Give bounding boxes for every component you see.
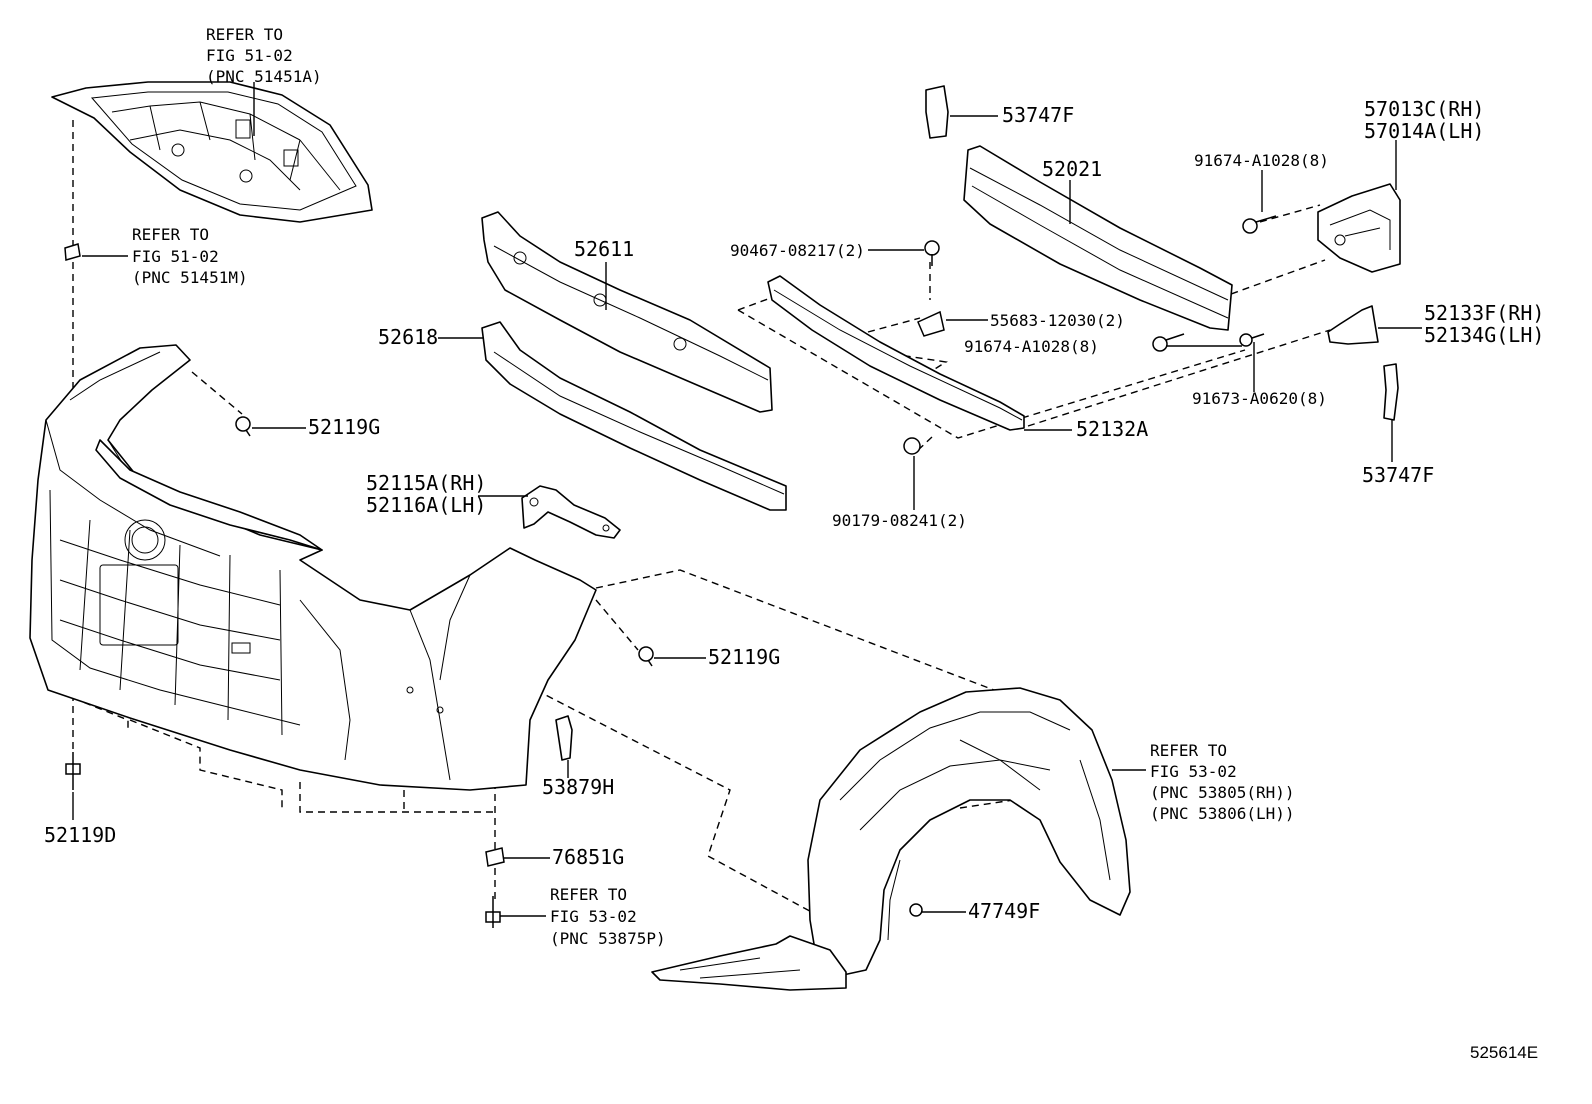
label-57013c: 57013C(RH) <box>1364 97 1484 121</box>
ref-line: (PNC 53806(LH)) <box>1150 804 1295 823</box>
engine-under-cover <box>51 81 373 223</box>
ref-line: FIG 53-02 <box>550 907 637 926</box>
label-91674-top: 91674-A1028(8) <box>1194 151 1329 170</box>
label-55683: 55683-12030(2) <box>990 311 1125 330</box>
clip-icon <box>638 646 654 667</box>
label-90179: 90179-08241(2) <box>832 511 967 530</box>
bumper-reinforcement <box>963 145 1233 331</box>
callout-ref-fig-51-02-clip: REFER TO FIG 51-02 (PNC 51451M) <box>132 225 248 287</box>
bolt-icon <box>1239 333 1265 347</box>
label-52021: 52021 <box>1042 157 1102 181</box>
bolt-icon <box>1152 333 1185 352</box>
label-47749f: 47749F <box>968 899 1040 923</box>
splash-shield <box>651 935 847 991</box>
nut-icon <box>485 847 505 867</box>
label-90467: 90467-08217(2) <box>730 241 865 260</box>
label-53879h: 53879H <box>542 775 614 799</box>
ref-line: (PNC 53875P) <box>550 929 666 948</box>
clip-icon <box>909 903 923 917</box>
energy-absorber <box>481 211 773 413</box>
side-retainer <box>1317 183 1401 273</box>
label-52116a: 52116A(LH) <box>366 493 486 517</box>
part-labels: REFER TO FIG 51-02 (PNC 51451A) REFER TO… <box>44 25 1544 1062</box>
ref-line: REFER TO <box>1150 741 1227 760</box>
bolt-icon <box>485 896 501 928</box>
label-57014a: 57014A(LH) <box>1364 119 1484 143</box>
label-52134g: 52134G(LH) <box>1424 323 1544 347</box>
label-52618: 52618 <box>378 325 438 349</box>
ref-line: REFER TO <box>550 885 627 904</box>
upper-grille-trim <box>95 439 323 551</box>
label-52611: 52611 <box>574 237 634 261</box>
clip-icon <box>917 310 945 337</box>
bolt-icon <box>1242 215 1277 234</box>
label-91673: 91673-A0620(8) <box>1192 389 1327 408</box>
label-52132a: 52132A <box>1076 417 1148 441</box>
leader-lines <box>72 82 1422 917</box>
fender-liner <box>807 687 1131 981</box>
side-support <box>1327 305 1379 345</box>
support-bracket <box>521 485 621 539</box>
seal-pads <box>925 85 1399 421</box>
ref-line: FIG 53-02 <box>1150 762 1237 781</box>
callout-ref-fig-53-02-liner: REFER TO FIG 53-02 (PNC 53805(RH)) (PNC … <box>1150 741 1295 823</box>
clip-icon <box>235 416 251 437</box>
ref-line: FIG 51-02 <box>206 46 293 65</box>
callout-ref-fig-51-02-upper: REFER TO FIG 51-02 (PNC 51451A) <box>206 25 322 86</box>
ref-line: REFER TO <box>206 25 283 44</box>
label-91674-mid: 91674-A1028(8) <box>964 337 1099 356</box>
label-52115a: 52115A(RH) <box>366 471 486 495</box>
label-53747f-top: 53747F <box>1002 103 1074 127</box>
ref-line: FIG 51-02 <box>132 247 219 266</box>
ref-line: (PNC 51451A) <box>206 67 322 86</box>
diagram-code: 525614E <box>1470 1043 1538 1062</box>
label-52119g-top: 52119G <box>308 415 380 439</box>
label-52119d: 52119D <box>44 823 116 847</box>
label-52133f: 52133F(RH) <box>1424 301 1544 325</box>
lower-reinforcement <box>767 275 1025 431</box>
fasteners <box>64 215 1277 928</box>
small-bracket <box>555 715 573 761</box>
clip-icon <box>64 243 81 261</box>
front-bumper-cover <box>29 344 597 791</box>
lower-absorber <box>481 321 787 511</box>
ref-line: (PNC 51451M) <box>132 268 248 287</box>
bolt-icon <box>65 752 81 790</box>
clip-icon <box>924 240 940 266</box>
label-52119g-mid: 52119G <box>708 645 780 669</box>
label-76851g: 76851G <box>552 845 624 869</box>
label-53747f-bottom: 53747F <box>1362 463 1434 487</box>
ref-line: (PNC 53805(RH)) <box>1150 783 1295 802</box>
ref-line: REFER TO <box>132 225 209 244</box>
callout-ref-fig-53-02-bolt: REFER TO FIG 53-02 (PNC 53875P) <box>550 885 666 948</box>
clip-icon <box>903 437 921 455</box>
